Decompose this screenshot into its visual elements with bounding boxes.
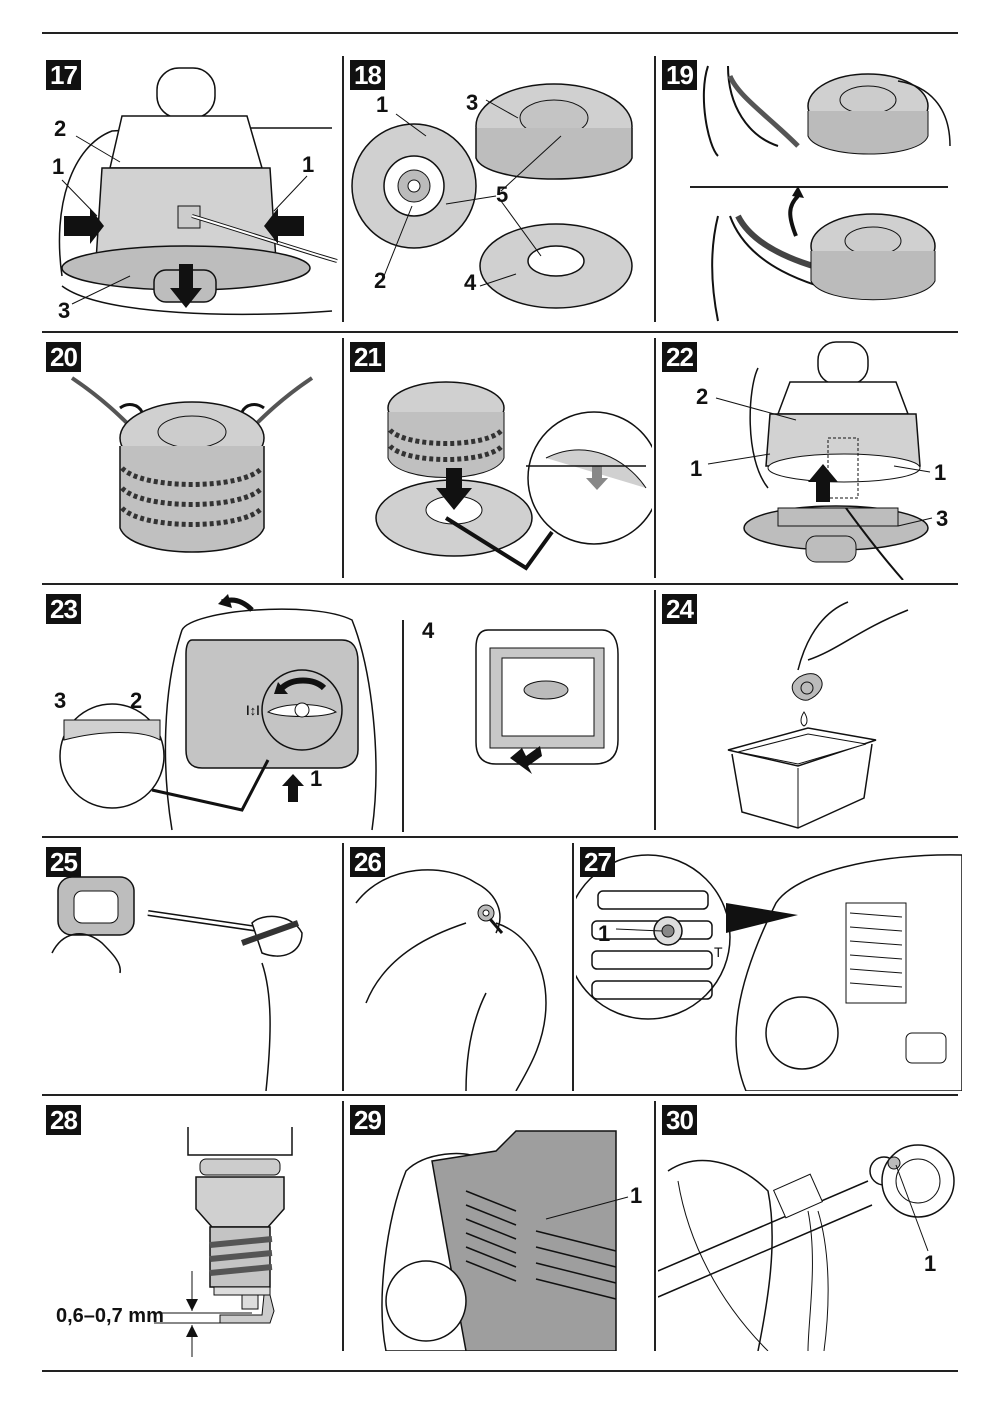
- gap-arrow-icon: [186, 1325, 198, 1337]
- callout-label: 3: [466, 90, 479, 115]
- col-divider: [654, 338, 656, 578]
- down-arrow-icon: [586, 466, 608, 490]
- figure-number: 18: [350, 60, 385, 90]
- engine-screw-illustration: [576, 854, 962, 1091]
- row-divider-2: [42, 583, 958, 585]
- filter-oiling-illustration: [51, 876, 303, 1091]
- row-divider-1: [42, 331, 958, 333]
- callout-label: 5: [496, 182, 509, 207]
- pull-arrow-icon: [510, 746, 542, 774]
- figure-30: 30 1: [658, 1101, 958, 1351]
- head-reassembly-illustration: [707, 341, 933, 580]
- wound-spool-illustration: [70, 376, 314, 553]
- callout-label: 2: [374, 268, 387, 293]
- sub-divider: [402, 620, 404, 832]
- press-arrow-icon: [264, 208, 304, 244]
- down-arrow-icon: [170, 264, 202, 308]
- figure-number: 23: [46, 594, 81, 624]
- col-divider: [654, 1101, 656, 1351]
- callout-label: 3: [54, 688, 67, 713]
- col-divider: [654, 56, 656, 322]
- gap-dimension-label: 0,6–0,7 mm: [56, 1305, 164, 1327]
- callout-label: 1: [924, 1251, 937, 1276]
- callout-label: 3: [58, 298, 71, 323]
- figure-number: 22: [662, 342, 697, 372]
- trimmer-head-illustration: [58, 67, 338, 316]
- spark-plug-cleaning-illustration: [355, 869, 547, 1091]
- air-filter-cover-illustration: [59, 594, 619, 831]
- callout-label: 1: [598, 921, 611, 946]
- callout-label: 4: [464, 270, 477, 295]
- row-divider-3: [42, 836, 958, 838]
- dial-symbol: ǀ↕ǀ: [246, 703, 260, 718]
- callout-label: 1: [52, 154, 65, 179]
- line-threading-illustration: [702, 65, 951, 322]
- figure-25: 25: [42, 843, 340, 1091]
- rotate-arrow-icon: [274, 682, 288, 694]
- figure-number: 26: [350, 847, 385, 877]
- figure-19: 19: [658, 56, 958, 326]
- figure-21: 21: [346, 338, 652, 580]
- down-arrow-icon: [436, 468, 472, 510]
- figure-18: 18 1 3 5 2 4: [346, 56, 652, 326]
- callout-label: 1: [690, 456, 703, 481]
- col-divider: [342, 338, 344, 578]
- figure-number: 24: [662, 594, 697, 624]
- figure-number: 27: [580, 847, 615, 877]
- figure-20: 20: [42, 338, 340, 580]
- callout-label: 2: [696, 384, 709, 409]
- callout-label: 1: [630, 1183, 643, 1208]
- col-divider: [572, 843, 574, 1091]
- figure-number: 29: [350, 1105, 385, 1135]
- figure-17: 17 2 1 1 3: [42, 56, 340, 326]
- filter-cleaning-illustration: [727, 601, 909, 829]
- curved-arrow-icon: [792, 186, 804, 198]
- callout-label: 3: [936, 506, 949, 531]
- figure-number: 20: [46, 342, 81, 372]
- spark-plug-gap-illustration: [154, 1127, 293, 1357]
- press-arrow-icon: [64, 208, 104, 244]
- top-rule: [42, 32, 958, 34]
- col-divider: [342, 843, 344, 1091]
- up-arrow-icon: [808, 464, 838, 502]
- callout-label: 1: [310, 766, 323, 791]
- figure-24: 24: [658, 590, 958, 832]
- callout-label: 1: [302, 152, 315, 177]
- gear-head-illustration: [658, 1144, 955, 1351]
- figure-23: 23 3 2 1 4 ǀ↕ǀ: [42, 590, 652, 832]
- marking-label: T: [714, 944, 723, 960]
- spool-insertion-illustration: [375, 381, 652, 571]
- sub-divider: [690, 186, 948, 188]
- row-divider-4: [42, 1094, 958, 1096]
- figure-number: 30: [662, 1105, 697, 1135]
- figure-number: 25: [46, 847, 81, 877]
- bottom-rule: [42, 1370, 958, 1372]
- callout-label: 2: [54, 116, 67, 141]
- up-arrow-icon: [282, 774, 304, 802]
- spool-parts-illustration: [351, 83, 633, 309]
- figure-number: 19: [662, 60, 697, 90]
- figure-number: 21: [350, 342, 385, 372]
- figure-26: 26: [346, 843, 570, 1091]
- callout-label: 1: [934, 460, 947, 485]
- callout-label: 1: [376, 92, 389, 117]
- lift-arrow-icon: [218, 594, 232, 608]
- figure-27: 27 1 T: [576, 843, 962, 1091]
- figure-number: 28: [46, 1105, 81, 1135]
- callout-label: 4: [422, 618, 435, 643]
- figure-22: 22 2 1 1 3: [658, 338, 958, 580]
- col-divider: [654, 590, 656, 830]
- engine-cover-illustration: [381, 1130, 629, 1351]
- col-divider: [342, 56, 344, 322]
- gap-arrow-icon: [186, 1299, 198, 1311]
- figure-number: 17: [46, 60, 81, 90]
- callout-label: 2: [130, 688, 143, 713]
- figure-28: 28 0,6–0,7 mm: [42, 1101, 340, 1363]
- col-divider: [342, 1101, 344, 1351]
- figure-29: 29 1: [346, 1101, 652, 1351]
